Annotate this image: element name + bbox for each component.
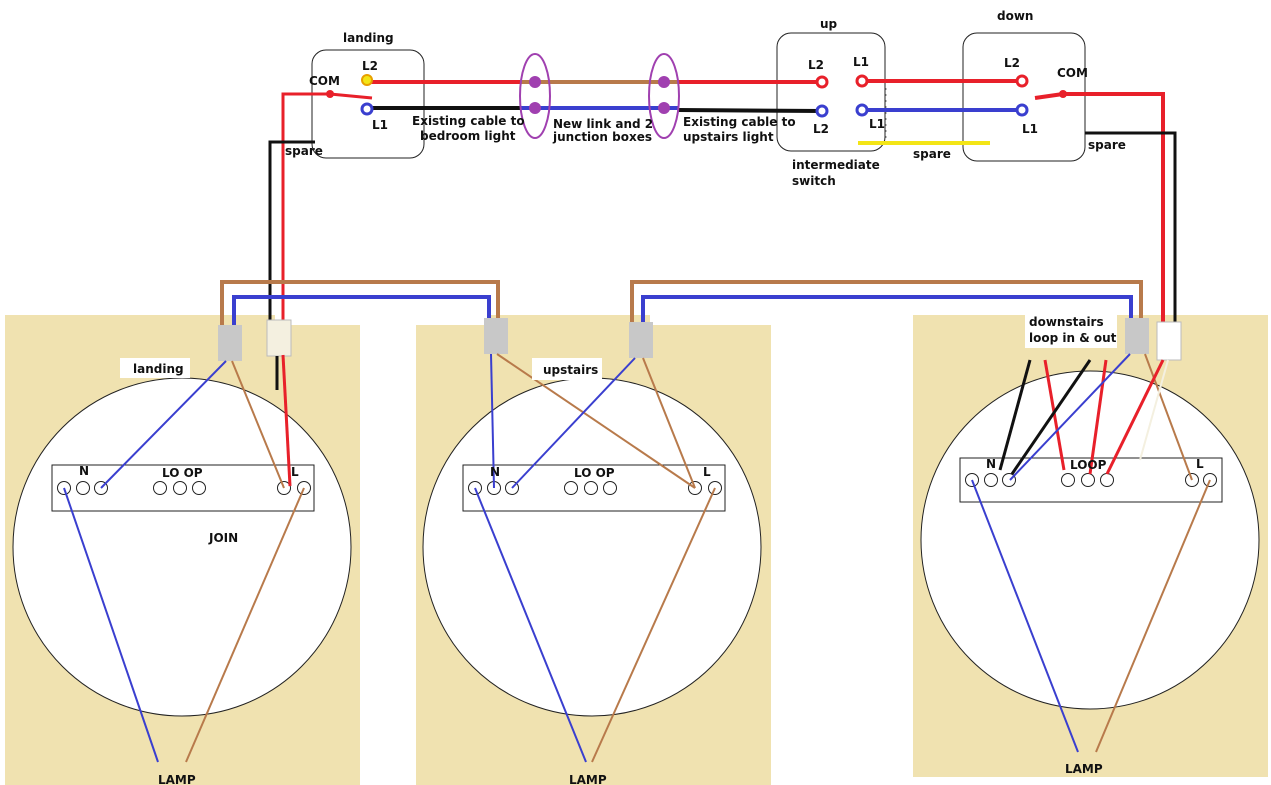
- intermediate-switch-box: [776, 32, 886, 152]
- wiring-downstairs: [971, 353, 1211, 753]
- downstairs-loop-label: LOOP: [1070, 458, 1107, 472]
- upstairs-cable-label-1: Existing cable to: [683, 115, 796, 129]
- connector-downstairs-loop: [1125, 318, 1149, 354]
- landing-join-label: JOIN: [208, 531, 238, 545]
- landing-lamp-label: LAMP: [158, 773, 196, 785]
- loop-cables: [220, 280, 1143, 345]
- junction-box-1: [519, 53, 551, 139]
- landing-l2-label: L2: [362, 59, 378, 73]
- bedroom-cable-label-1: Existing cable to: [412, 114, 525, 128]
- ceiling-rose-landing: [12, 377, 352, 717]
- downstairs-rose-label-1: downstairs: [1029, 315, 1104, 329]
- intermediate-l1-bottom: L1: [869, 117, 885, 131]
- terminal-block-landing: [51, 464, 315, 512]
- intermediate-caption-2: switch: [792, 174, 836, 188]
- new-link-label-1: New link and 2: [553, 117, 653, 131]
- landing-l1-label: L1: [372, 118, 388, 132]
- upstairs-rose-label: upstairs: [543, 363, 598, 377]
- downstairs-l-label: L: [1196, 457, 1204, 471]
- connector-landing-switch: [266, 319, 292, 357]
- down-l2-label: L2: [1004, 56, 1020, 70]
- upstairs-n-label: N: [490, 465, 500, 479]
- intermediate-l2-top: L2: [808, 58, 824, 72]
- down-l1-label: L1: [1022, 122, 1038, 136]
- down-spare-label: spare: [1088, 138, 1126, 152]
- upstairs-cable-label-2: upstairs light: [683, 130, 774, 144]
- intermediate-l2-bottom: L2: [813, 122, 829, 136]
- switch-terminals: [326, 74, 1067, 118]
- intermediate-switch-title: up: [820, 17, 838, 31]
- ceiling-rose-upstairs: [422, 377, 762, 717]
- connector-landing-loop: [218, 325, 242, 361]
- top-cables: [268, 79, 1177, 355]
- landing-spare-label: spare: [285, 144, 323, 158]
- upstairs-l-label: L: [703, 465, 711, 479]
- landing-com-label: COM: [309, 74, 340, 88]
- upstairs-lamp-label: LAMP: [569, 773, 607, 785]
- landing-n-label: N: [79, 464, 89, 478]
- connector-upstairs-2: [629, 322, 653, 358]
- landing-switch-title: landing: [343, 31, 394, 45]
- intermediate-caption-1: intermediate: [792, 158, 880, 172]
- connector-downstairs-switch: [1156, 321, 1182, 361]
- middle-spare-label: spare: [913, 147, 951, 161]
- connector-upstairs-1: [484, 318, 508, 354]
- intermediate-l1-top: L1: [853, 55, 869, 69]
- wiring-upstairs: [474, 353, 716, 763]
- downstairs-rose-label-2: loop in & out: [1029, 331, 1117, 345]
- ceiling-rose-downstairs: [920, 370, 1260, 710]
- downstairs-lamp-label: LAMP: [1065, 762, 1103, 776]
- new-link-label-2: junction boxes: [552, 130, 652, 144]
- upstairs-loop-label: LO OP: [574, 466, 615, 480]
- wiring-landing: [63, 354, 305, 763]
- down-switch-box: [962, 32, 1086, 162]
- down-com-label: COM: [1057, 66, 1088, 80]
- down-switch-title: down: [997, 9, 1033, 23]
- junction-box-2: [648, 53, 680, 139]
- landing-loop-label: LO OP: [162, 466, 203, 480]
- terminal-block-upstairs: [462, 464, 726, 512]
- landing-rose-label: landing: [133, 362, 184, 376]
- downstairs-n-label: N: [986, 457, 996, 471]
- landing-l-label: L: [291, 465, 299, 479]
- bedroom-cable-label-2: bedroom light: [420, 129, 516, 143]
